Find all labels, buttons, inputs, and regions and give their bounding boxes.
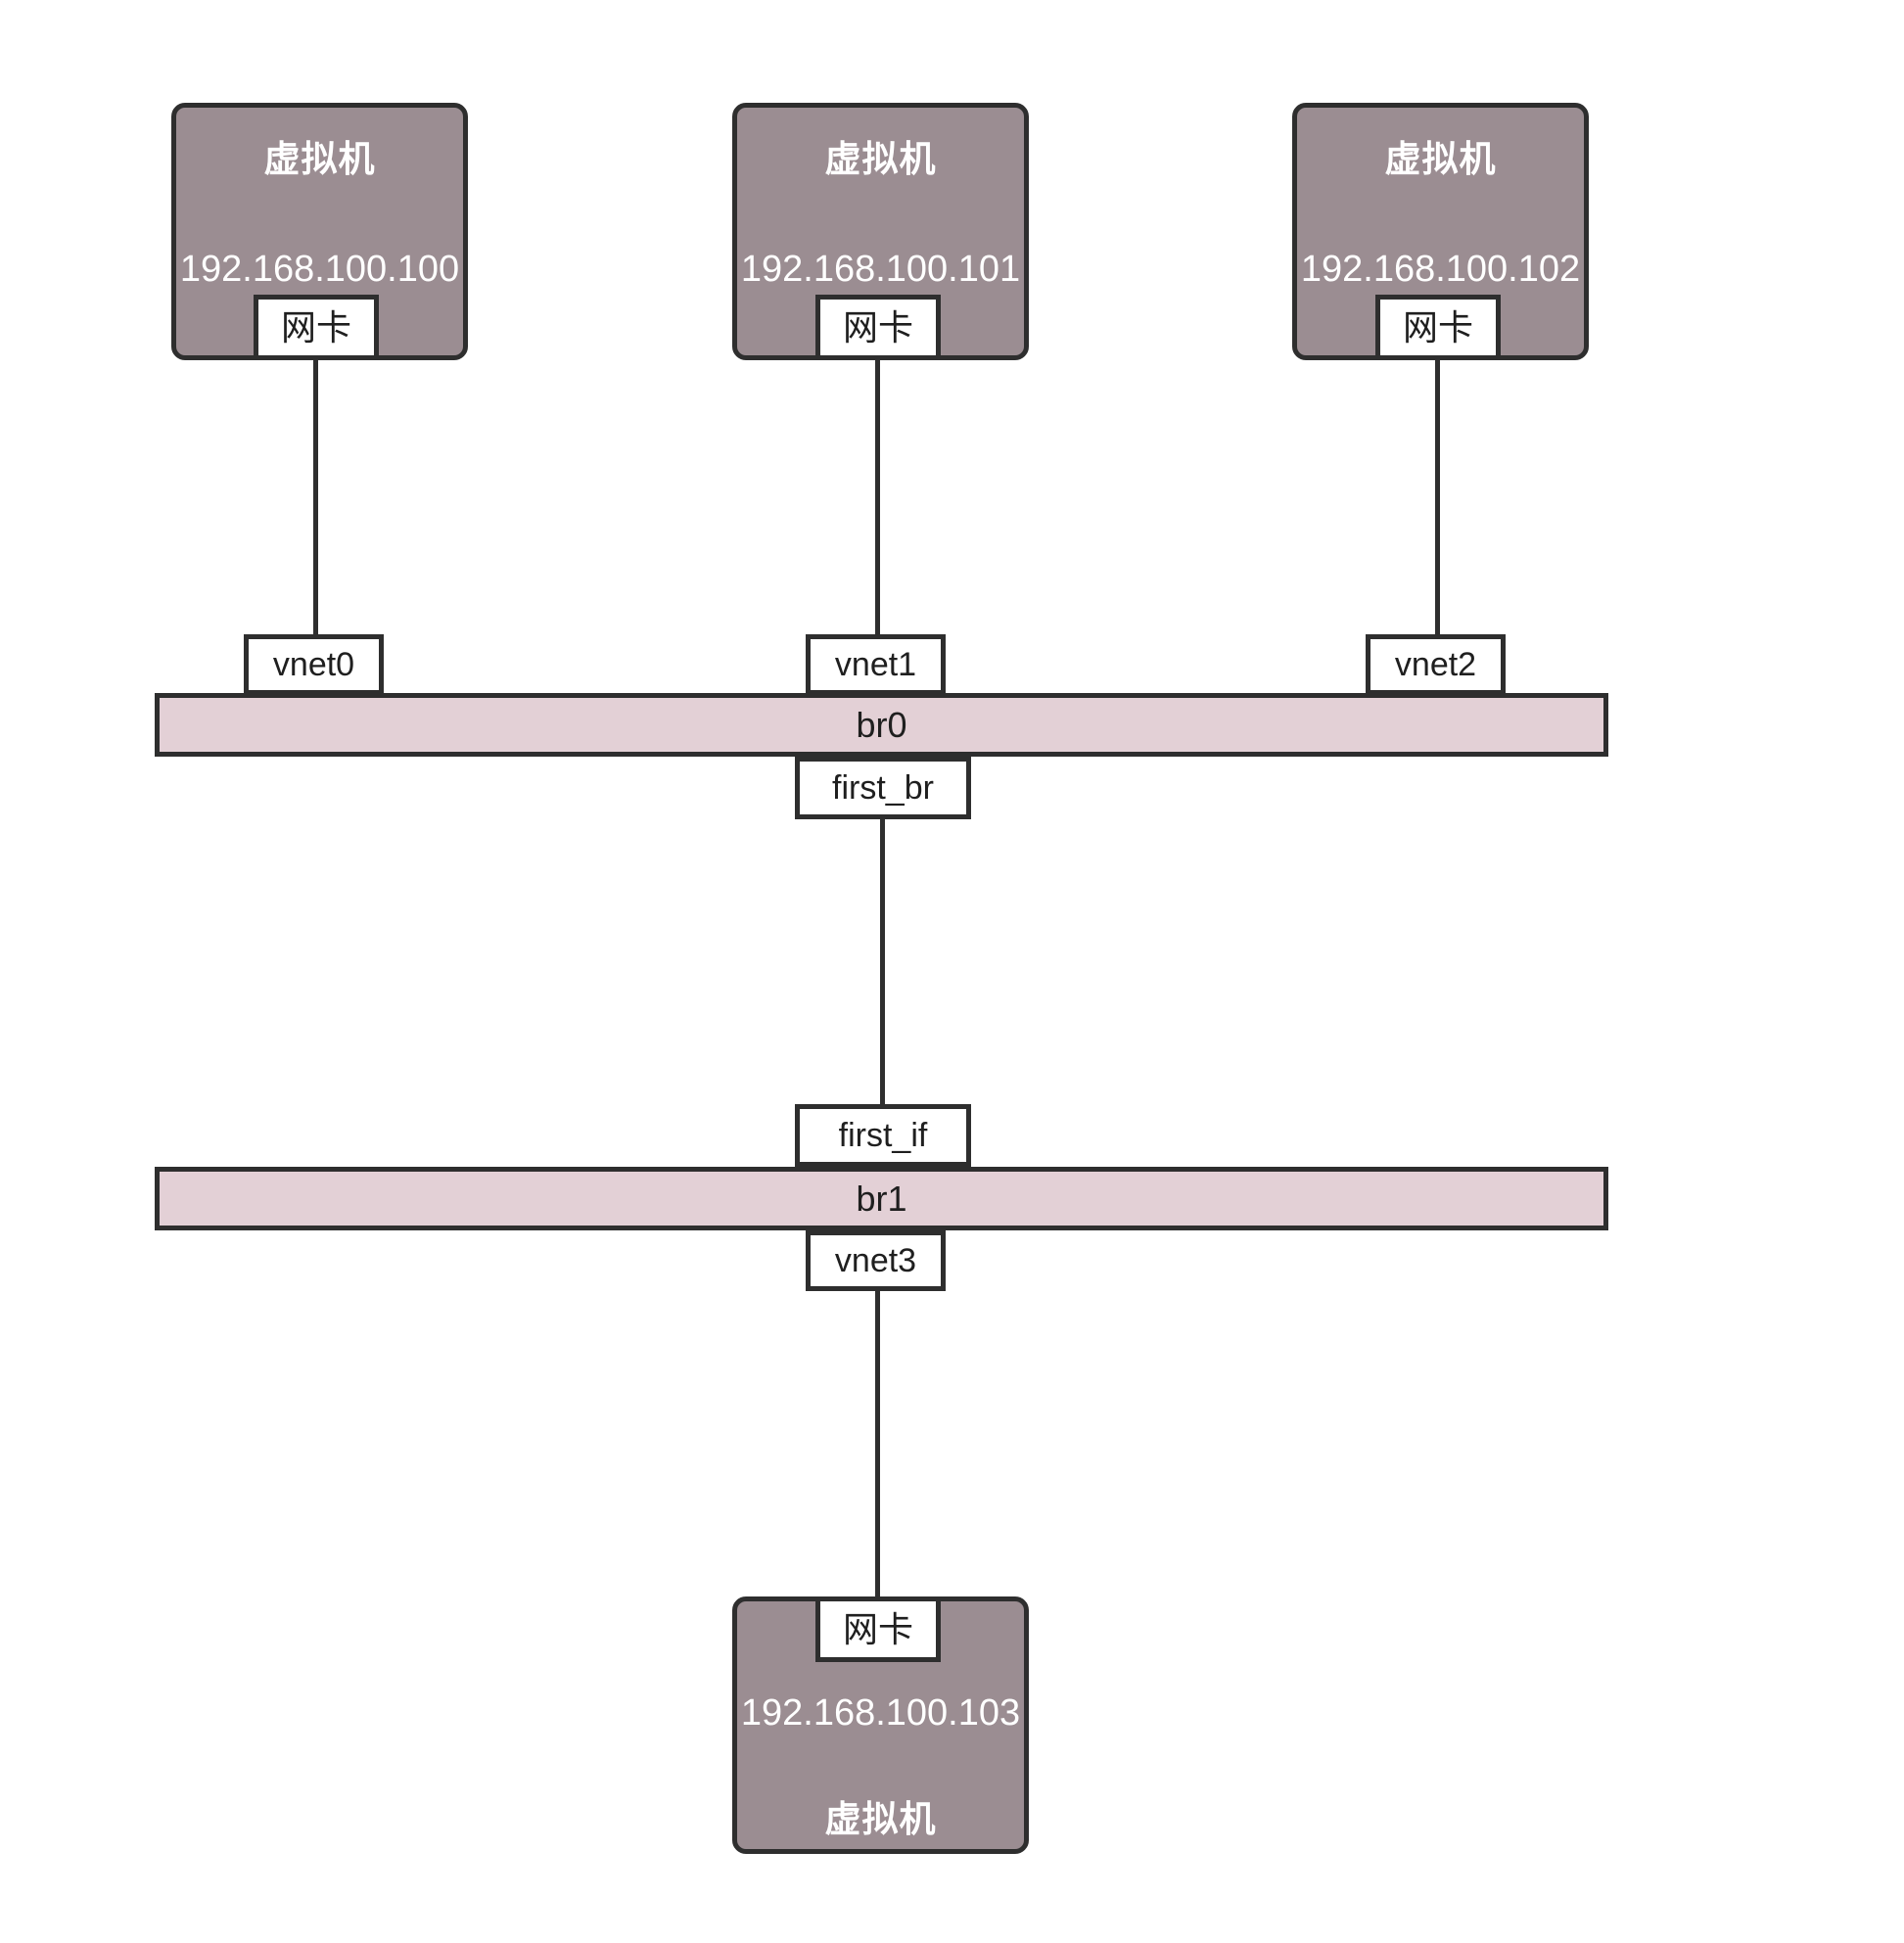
nic-chip-1[interactable]: 网卡 — [254, 295, 379, 360]
vm-ip-2: 192.168.100.101 — [740, 249, 1021, 290]
port-chip-vnet2[interactable]: vnet2 — [1366, 634, 1506, 695]
vm-ip-4: 192.168.100.103 — [740, 1692, 1021, 1734]
port-chip-vnet0[interactable]: vnet0 — [244, 634, 384, 695]
link-nic1-to-vnet0 — [313, 360, 318, 639]
port-chip-vnet3[interactable]: vnet3 — [806, 1230, 946, 1291]
link-vnet3-to-nic4 — [875, 1291, 880, 1596]
bridge-bar-br1[interactable]: br1 — [155, 1167, 1608, 1230]
vm-title-3: 虚拟机 — [1384, 139, 1497, 179]
link-firstbr-to-firstif — [880, 819, 885, 1124]
port-chip-first-if[interactable]: first_if — [795, 1104, 971, 1167]
port-chip-first-br[interactable]: first_br — [795, 757, 971, 819]
vm-ip-3: 192.168.100.102 — [1300, 249, 1581, 290]
vm-title-4: 虚拟机 — [824, 1799, 937, 1839]
vm-ip-1: 192.168.100.100 — [179, 249, 460, 290]
vm-title-2: 虚拟机 — [824, 139, 937, 179]
port-chip-vnet1[interactable]: vnet1 — [806, 634, 946, 695]
nic-chip-2[interactable]: 网卡 — [815, 295, 941, 360]
vm-title-1: 虚拟机 — [263, 139, 376, 179]
bridge-bar-br0[interactable]: br0 — [155, 693, 1608, 757]
link-nic2-to-vnet1 — [875, 360, 880, 639]
nic-chip-4[interactable]: 网卡 — [815, 1596, 941, 1662]
nic-chip-3[interactable]: 网卡 — [1375, 295, 1501, 360]
link-nic3-to-vnet2 — [1435, 360, 1440, 639]
